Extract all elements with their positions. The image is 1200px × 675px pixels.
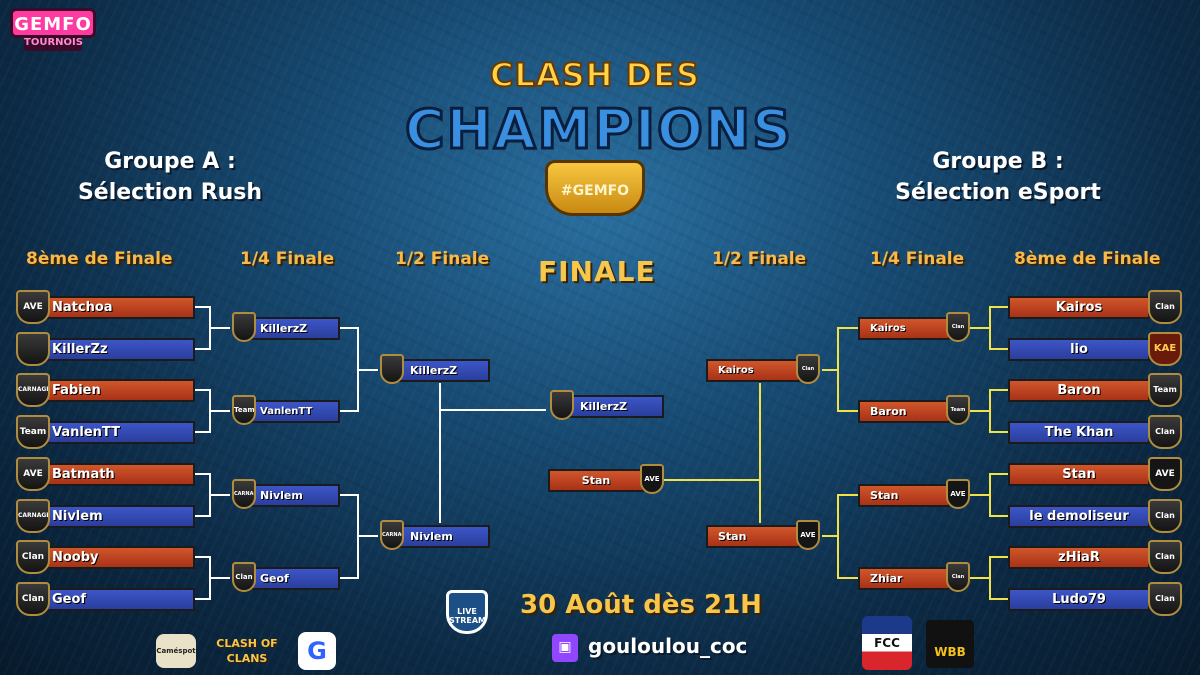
right-sf-slot-1: Kairos — [706, 359, 800, 382]
right-sf-slot-2: Stan — [706, 525, 800, 548]
team-badge-icon: Clan — [1148, 540, 1182, 574]
final-slot-bottom: Stan — [548, 469, 644, 492]
left-qf-slot-2: VanlenTT — [248, 400, 340, 423]
event-date: 30 Août dès 21H — [520, 590, 762, 620]
left-connectors — [195, 306, 546, 600]
right-qf-slot-4: Zhiar — [858, 567, 950, 590]
team-badge-icon: KAE — [1148, 332, 1182, 366]
left-sf-slot-1: KillerzZ — [398, 359, 490, 382]
team-badge-icon: AVE — [796, 520, 820, 550]
team-badge-icon: Clan — [1148, 582, 1182, 616]
team-badge-icon: CARNAGE — [16, 499, 50, 533]
team-badge-icon: CARNAGE — [232, 479, 256, 509]
right-r16-slot-7: zHiaR — [1008, 546, 1150, 569]
sponsor-logo-g: G — [298, 632, 336, 670]
event-title-top: CLASH DES — [489, 55, 701, 95]
round-label-sf-left: 1/2 Finale — [395, 249, 490, 269]
right-qf-slot-3: Stan — [858, 484, 950, 507]
right-r16-slot-8: Ludo79 — [1008, 588, 1150, 611]
round-label-sf-right: 1/2 Finale — [712, 249, 807, 269]
right-r16-slot-5: Stan — [1008, 463, 1150, 486]
left-r16-slot-2: KillerZz — [40, 338, 195, 361]
round-label-r16-left: 8ème de Finale — [26, 249, 173, 269]
left-sf-slot-2: Nivlem — [398, 525, 490, 548]
team-badge-icon — [232, 312, 256, 342]
sponsor-logo-fcc: FCC — [862, 616, 912, 670]
team-badge-icon — [550, 390, 574, 420]
group-b-title: Groupe B : Sélection eSport — [848, 146, 1148, 208]
team-badge-icon: AVE — [1148, 457, 1182, 491]
sponsor-logo-clash-of-clans: CLASH OF CLANS — [216, 637, 278, 665]
group-a-line2: Sélection Rush — [77, 180, 263, 205]
brand-subtitle: TOURNOIS — [24, 35, 83, 51]
left-r16-slot-4: VanlenTT — [40, 421, 195, 444]
team-badge-icon: AVE — [640, 464, 664, 494]
team-badge-icon: Team — [16, 415, 50, 449]
brand-logo: GEMFO TOURNOIS — [10, 8, 96, 56]
left-r16-slot-7: Nooby — [40, 546, 195, 569]
round-label-qf-left: 1/4 Finale — [240, 249, 335, 269]
team-badge-icon: Clan — [1148, 499, 1182, 533]
left-r16-slot-6: Nivlem — [40, 505, 195, 528]
right-r16-slot-1: Kairos — [1008, 296, 1150, 319]
left-qf-slot-1: KillerzZ — [248, 317, 340, 340]
team-badge-icon: Clan — [946, 562, 970, 592]
left-qf-slot-3: Nivlem — [248, 484, 340, 507]
event-title-main: CHAMPIONS — [404, 97, 794, 163]
brand-name: GEMFO — [10, 8, 96, 38]
round-label-r16-right: 8ème de Finale — [1014, 249, 1161, 269]
final-slot-top: KillerzZ — [568, 395, 664, 418]
right-r16-slot-2: lio — [1008, 338, 1150, 361]
event-title-logo: CLASH DES CHAMPIONS #GEMFO — [395, 52, 795, 220]
crest-crown: #GEMFO — [545, 160, 645, 216]
team-badge-icon: CARNAGE — [380, 520, 404, 550]
live-stream-icon: LIVE STREAM — [446, 590, 488, 634]
right-r16-slot-4: The Khan — [1008, 421, 1150, 444]
left-r16-slot-3: Fabien — [40, 379, 195, 402]
team-badge-icon: Team — [946, 395, 970, 425]
left-r16-slot-8: Geof — [40, 588, 195, 611]
team-badge-icon: Clan — [16, 540, 50, 574]
team-badge-icon: AVE — [16, 457, 50, 491]
team-badge-icon: Clan — [232, 562, 256, 592]
team-badge-icon: Clan — [796, 354, 820, 384]
team-badge-icon: Team — [1148, 373, 1182, 407]
team-badge-icon: Team — [232, 395, 256, 425]
left-qf-slot-4: Geof — [248, 567, 340, 590]
right-qf-slot-2: Baron — [858, 400, 950, 423]
sponsor-logo-camespot: Caméspot — [156, 634, 196, 668]
right-r16-slot-3: Baron — [1008, 379, 1150, 402]
group-a-title: Groupe A : Sélection Rush — [20, 146, 320, 208]
twitch-icon[interactable]: ▣ — [552, 634, 578, 662]
group-a-line1: Groupe A : — [104, 149, 236, 174]
group-b-line2: Sélection eSport — [895, 180, 1101, 205]
sponsor-logo-wbb: WBB — [926, 620, 974, 668]
group-b-line1: Groupe B : — [932, 149, 1064, 174]
team-badge-icon — [380, 354, 404, 384]
twitch-channel-link[interactable]: gouloulou_coc — [588, 634, 748, 658]
team-badge-icon: Clan — [1148, 290, 1182, 324]
team-badge-icon: AVE — [946, 479, 970, 509]
team-badge-icon: Clan — [16, 582, 50, 616]
right-qf-slot-1: Kairos — [858, 317, 950, 340]
team-badge-icon — [16, 332, 50, 366]
right-r16-slot-6: le demoliseur — [1008, 505, 1150, 528]
team-badge-icon: AVE — [16, 290, 50, 324]
round-label-qf-right: 1/4 Finale — [870, 249, 965, 269]
round-label-final: FINALE — [538, 255, 656, 288]
team-badge-icon: CARNAGE — [16, 373, 50, 407]
team-badge-icon: Clan — [946, 312, 970, 342]
right-connectors — [664, 306, 1008, 600]
team-badge-icon: Clan — [1148, 415, 1182, 449]
left-r16-slot-1: Natchoa — [40, 296, 195, 319]
left-r16-slot-5: Batmath — [40, 463, 195, 486]
